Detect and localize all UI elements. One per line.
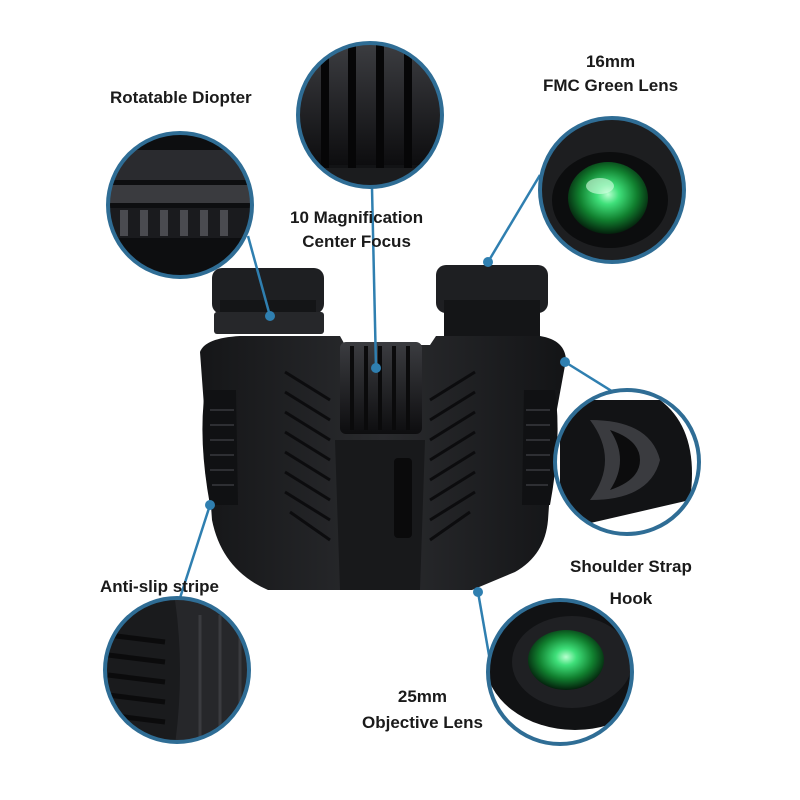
callout-green-lens: 16mm FMC Green Lens — [543, 50, 678, 98]
binocular-body — [200, 265, 566, 590]
callout-objective-lens-line1: 25mm — [397, 687, 448, 706]
callout-objective-lens-line2: Objective Lens — [362, 713, 483, 732]
strap-hook-zoom — [553, 388, 701, 536]
callout-strap-hook-line1: Shoulder Strap — [570, 557, 692, 576]
callout-center-focus-line2: Center Focus — [302, 232, 411, 251]
callout-center-focus: 10 Magnification Center Focus — [290, 206, 423, 254]
callout-strap-hook: Shoulder Strap Hook — [570, 551, 692, 615]
diopter-zoom — [106, 131, 254, 279]
green-lens-zoom — [538, 116, 686, 264]
callout-objective-lens: 25mm Objective Lens — [362, 684, 483, 736]
callout-green-lens-line1: 16mm — [585, 52, 636, 71]
callout-diopter-line1: Rotatable Diopter — [110, 88, 252, 107]
callout-strap-hook-line2: Hook — [609, 589, 653, 608]
objective-lens-zoom — [486, 598, 634, 746]
callout-diopter: Rotatable Diopter — [110, 86, 252, 110]
callout-anti-slip-line1: Anti-slip stripe — [100, 577, 220, 596]
anti-slip-zoom — [103, 596, 251, 744]
callout-anti-slip: Anti-slip stripe — [100, 575, 219, 599]
callout-green-lens-line2: FMC Green Lens — [543, 76, 679, 95]
focus-wheel-zoom — [296, 41, 444, 189]
callout-center-focus-line1: 10 Magnification — [290, 208, 424, 227]
